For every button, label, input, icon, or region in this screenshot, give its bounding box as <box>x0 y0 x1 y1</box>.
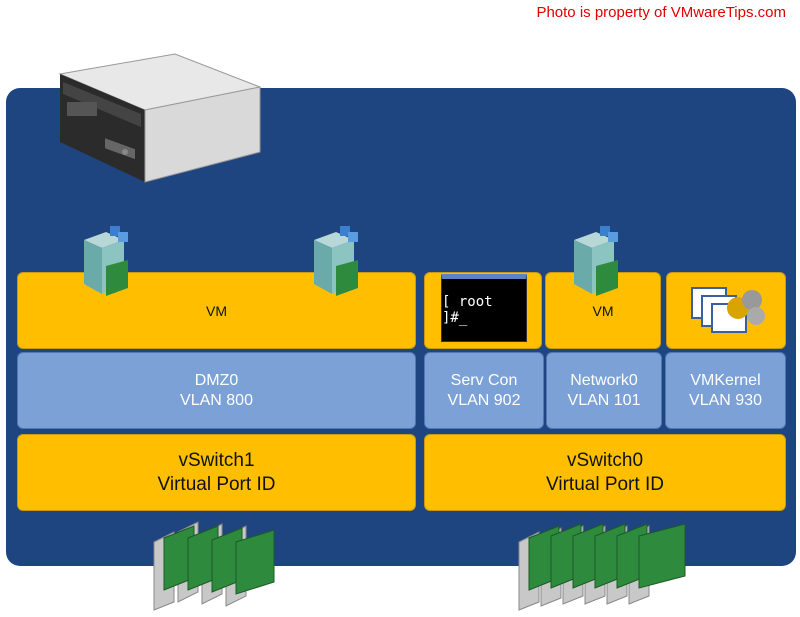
portgroup-vlan: VLAN 902 <box>447 391 521 409</box>
vswitch1: vSwitch1 Virtual Port ID <box>17 434 416 511</box>
vswitch-policy: Virtual Port ID <box>546 473 664 495</box>
portgroup-name: Network0 <box>570 371 638 389</box>
vswitch0: vSwitch0 Virtual Port ID <box>424 434 786 511</box>
vm-label-vswitch0: VM <box>592 302 614 319</box>
nic-icon <box>153 521 275 611</box>
portgroup-name: Serv Con <box>450 371 518 389</box>
vm-icon <box>84 226 128 296</box>
vm-icon <box>314 226 358 296</box>
vm-label-vswitch1: VM <box>206 302 227 319</box>
portgroup-network0: Network0 VLAN 101 <box>546 352 662 429</box>
vswitch-name: vSwitch0 <box>566 449 644 471</box>
portgroup-vlan: VLAN 101 <box>567 391 641 409</box>
vm-icon <box>574 226 618 296</box>
portgroup-vlan: VLAN 800 <box>180 391 253 409</box>
console-prompt: [ root ]#_ <box>442 294 493 326</box>
server-icon <box>58 53 262 183</box>
vswitch-name: vSwitch1 <box>178 449 255 471</box>
console-icon: [ root ]#_ <box>441 274 527 342</box>
portgroup-dmz0: DMZ0 VLAN 800 <box>17 352 416 429</box>
nic-icon <box>518 523 686 611</box>
portgroup-vmkernel: VMKernel VLAN 930 <box>665 352 786 429</box>
portgroup-vlan: VLAN 930 <box>689 391 762 409</box>
portgroup-name: VMKernel <box>690 371 761 389</box>
vswitch-policy: Virtual Port ID <box>157 473 276 495</box>
vmkernel-icon <box>691 287 765 333</box>
portgroup-name: DMZ0 <box>194 371 239 389</box>
photo-credit: Photo is property of VMwareTips.com <box>536 4 786 21</box>
portgroup-serv-con: Serv Con VLAN 902 <box>424 352 544 429</box>
